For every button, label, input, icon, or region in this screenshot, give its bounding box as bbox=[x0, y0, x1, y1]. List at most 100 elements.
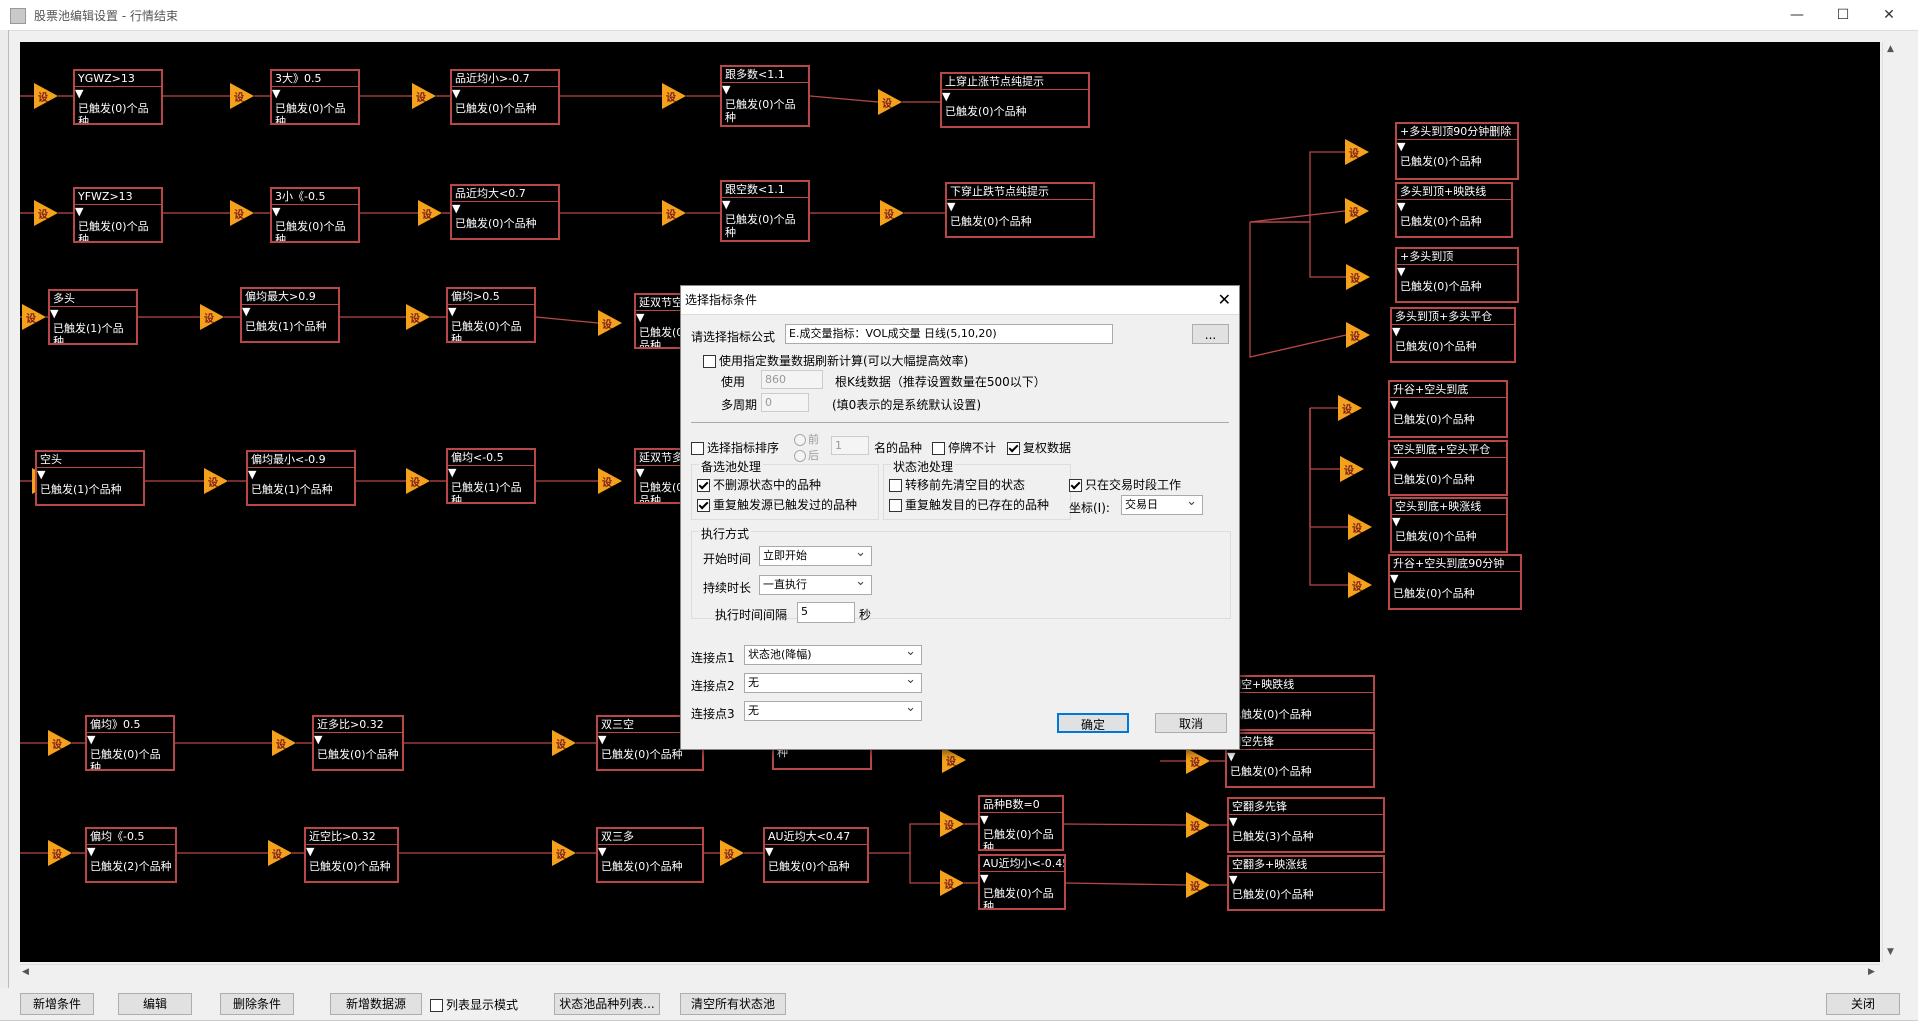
menu-dropdown-icon[interactable]: ▼ bbox=[722, 83, 731, 96]
condition-node[interactable]: AU近均大<0.47▼已触发(0)个品种 bbox=[763, 827, 869, 883]
condition-node[interactable]: 多头到顶+映跌线▼已触发(0)个品种 bbox=[1395, 182, 1513, 238]
trigger-arrow-icon[interactable]: 设 bbox=[1348, 572, 1372, 598]
condition-node[interactable]: 跟多数<1.1▼已触发(0)个品种 bbox=[720, 65, 810, 127]
trigger-arrow-icon[interactable]: 设 bbox=[1186, 748, 1210, 774]
maximize-button[interactable]: ☐ bbox=[1836, 7, 1850, 23]
menu-dropdown-icon[interactable]: ▼ bbox=[947, 200, 956, 213]
condition-node[interactable]: 双三多▼已触发(0)个品种 bbox=[596, 827, 704, 883]
menu-dropdown-icon[interactable]: ▼ bbox=[272, 87, 281, 100]
conn2-select[interactable]: 无 bbox=[744, 673, 922, 693]
menu-dropdown-icon[interactable]: ▼ bbox=[242, 305, 251, 318]
condition-node[interactable]: 近空比>0.32▼已触发(0)个品种 bbox=[304, 827, 399, 883]
menu-dropdown-icon[interactable]: ▼ bbox=[452, 87, 461, 100]
condition-node[interactable]: YFWZ>13▼已触发(0)个品种 bbox=[73, 187, 163, 243]
rank-field[interactable]: 1 bbox=[831, 436, 869, 455]
close-window-button[interactable]: ✕ bbox=[1883, 7, 1895, 23]
trigger-arrow-icon[interactable]: 设 bbox=[1346, 322, 1370, 348]
condition-node[interactable]: 空头▼已触发(1)个品种 bbox=[35, 450, 145, 506]
menu-dropdown-icon[interactable]: ▼ bbox=[75, 205, 84, 218]
menu-dropdown-icon[interactable]: ▼ bbox=[722, 198, 731, 211]
menu-dropdown-icon[interactable]: ▼ bbox=[314, 733, 323, 746]
duration-select[interactable]: 一直执行 bbox=[759, 575, 872, 595]
trigger-arrow-icon[interactable]: 设 bbox=[1340, 456, 1364, 482]
trigger-arrow-icon[interactable]: 设 bbox=[598, 310, 622, 336]
condition-node[interactable]: +多头到顶90分钟删除▼已触发(0)个品种 bbox=[1395, 122, 1519, 180]
front-radio[interactable] bbox=[794, 434, 806, 446]
trigger-arrow-icon[interactable]: 设 bbox=[230, 200, 254, 226]
menu-dropdown-icon[interactable]: ▼ bbox=[272, 205, 281, 218]
condition-node[interactable]: 3小《-0.5▼已触发(0)个品种 bbox=[270, 187, 360, 243]
trade-time-checkbox[interactable] bbox=[1069, 479, 1082, 492]
condition-node[interactable]: 偏均《-0.5▼已触发(2)个品种 bbox=[85, 827, 177, 883]
condition-node[interactable]: +多头到顶▼已触发(0)个品种 bbox=[1395, 247, 1519, 303]
edit-button[interactable]: 编辑 bbox=[118, 993, 192, 1015]
ok-button[interactable]: 确定 bbox=[1057, 713, 1129, 733]
suspend-checkbox[interactable] bbox=[932, 442, 945, 455]
trigger-arrow-icon[interactable]: 设 bbox=[34, 83, 58, 109]
condition-node[interactable]: 品近均小>-0.7▼已触发(0)个品种 bbox=[450, 69, 560, 125]
trigger-arrow-icon[interactable]: 设 bbox=[22, 304, 46, 330]
trigger-arrow-icon[interactable]: 设 bbox=[940, 870, 964, 896]
trigger-arrow-icon[interactable]: 设 bbox=[412, 83, 436, 109]
trigger-arrow-icon[interactable]: 设 bbox=[1338, 395, 1362, 421]
close-button[interactable]: 关闭 bbox=[1826, 993, 1900, 1015]
conn3-select[interactable]: 无 bbox=[744, 701, 922, 721]
condition-node[interactable]: 上穿止涨节点纯提示▼已触发(0)个品种 bbox=[940, 72, 1090, 128]
menu-dropdown-icon[interactable]: ▼ bbox=[980, 872, 989, 885]
menu-dropdown-icon[interactable]: ▼ bbox=[1397, 140, 1406, 153]
trigger-arrow-icon[interactable]: 设 bbox=[204, 468, 228, 494]
menu-dropdown-icon[interactable]: ▼ bbox=[636, 311, 645, 324]
condition-node[interactable]: 品种B数=0▼已触发(0)个品种 bbox=[978, 795, 1064, 851]
menu-dropdown-icon[interactable]: ▼ bbox=[598, 733, 607, 746]
condition-node[interactable]: 偏均》0.5▼已触发(0)个品种 bbox=[85, 715, 175, 771]
condition-node[interactable]: 偏均最小<-0.9▼已触发(1)个品种 bbox=[246, 450, 356, 506]
trigger-arrow-icon[interactable]: 设 bbox=[1186, 812, 1210, 838]
menu-dropdown-icon[interactable]: ▼ bbox=[75, 87, 84, 100]
trigger-arrow-icon[interactable]: 设 bbox=[34, 200, 58, 226]
trigger-arrow-icon[interactable]: 设 bbox=[942, 747, 966, 773]
menu-dropdown-icon[interactable]: ▼ bbox=[50, 307, 59, 320]
condition-node[interactable]: 翻空+映跌线▼已触发(0)个品种 bbox=[1225, 675, 1375, 731]
trigger-arrow-icon[interactable]: 设 bbox=[1348, 514, 1372, 540]
trigger-arrow-icon[interactable]: 设 bbox=[268, 840, 292, 866]
menu-dropdown-icon[interactable]: ▼ bbox=[452, 202, 461, 215]
repeat-target-checkbox[interactable] bbox=[889, 499, 902, 512]
menu-dropdown-icon[interactable]: ▼ bbox=[1390, 398, 1399, 411]
restore-checkbox[interactable] bbox=[1007, 442, 1020, 455]
use-count-field[interactable]: 860 bbox=[761, 370, 823, 389]
condition-node[interactable]: 偏均>0.5▼已触发(0)个品种 bbox=[446, 287, 536, 343]
trigger-arrow-icon[interactable]: 设 bbox=[406, 468, 430, 494]
trigger-arrow-icon[interactable]: 设 bbox=[662, 200, 686, 226]
menu-dropdown-icon[interactable]: ▼ bbox=[87, 733, 96, 746]
trigger-arrow-icon[interactable]: 设 bbox=[48, 730, 72, 756]
condition-node[interactable]: 跟空数<1.1▼已触发(0)个品种 bbox=[720, 180, 810, 242]
trigger-arrow-icon[interactable]: 设 bbox=[1345, 139, 1369, 165]
condition-node[interactable]: YGWZ>13▼已触发(0)个品种 bbox=[73, 69, 163, 125]
conn1-select[interactable]: 状态池(降幅) bbox=[744, 645, 922, 665]
pool-list-button[interactable]: 状态池品种列表... bbox=[554, 993, 660, 1015]
menu-dropdown-icon[interactable]: ▼ bbox=[1392, 325, 1401, 338]
menu-dropdown-icon[interactable]: ▼ bbox=[1390, 572, 1399, 585]
condition-node[interactable]: 偏均<-0.5▼已触发(1)个品种 bbox=[446, 448, 536, 504]
menu-dropdown-icon[interactable]: ▼ bbox=[942, 90, 951, 103]
trigger-arrow-icon[interactable]: 设 bbox=[200, 304, 224, 330]
condition-node[interactable]: 升谷+空头到底90分钟▼已触发(0)个品种 bbox=[1388, 554, 1522, 610]
condition-node[interactable]: 空翻多+映涨线▼已触发(0)个品种 bbox=[1227, 855, 1385, 911]
trigger-arrow-icon[interactable]: 设 bbox=[880, 200, 904, 226]
formula-field[interactable]: E.成交量指标：VOL成交量 日线(5,10,20) bbox=[785, 324, 1113, 344]
menu-dropdown-icon[interactable]: ▼ bbox=[448, 466, 457, 479]
menu-dropdown-icon[interactable]: ▼ bbox=[636, 466, 645, 479]
horizontal-scrollbar[interactable]: ◀▶ bbox=[20, 964, 1880, 981]
condition-node[interactable]: 翻空先锋▼已触发(0)个品种 bbox=[1225, 732, 1375, 788]
menu-dropdown-icon[interactable]: ▼ bbox=[765, 845, 774, 858]
condition-node[interactable]: 空头到底+映涨线▼已触发(0)个品种 bbox=[1390, 497, 1508, 553]
trigger-arrow-icon[interactable]: 设 bbox=[48, 840, 72, 866]
sort-checkbox[interactable] bbox=[691, 442, 704, 455]
trigger-arrow-icon[interactable]: 设 bbox=[418, 200, 442, 226]
trigger-arrow-icon[interactable]: 设 bbox=[406, 304, 430, 330]
minimize-button[interactable]: — bbox=[1790, 7, 1804, 23]
trigger-arrow-icon[interactable]: 设 bbox=[230, 83, 254, 109]
condition-node[interactable]: 品近均大<0.7▼已触发(0)个品种 bbox=[450, 184, 560, 240]
list-mode-checkbox[interactable] bbox=[430, 999, 443, 1012]
menu-dropdown-icon[interactable]: ▼ bbox=[1229, 873, 1238, 886]
